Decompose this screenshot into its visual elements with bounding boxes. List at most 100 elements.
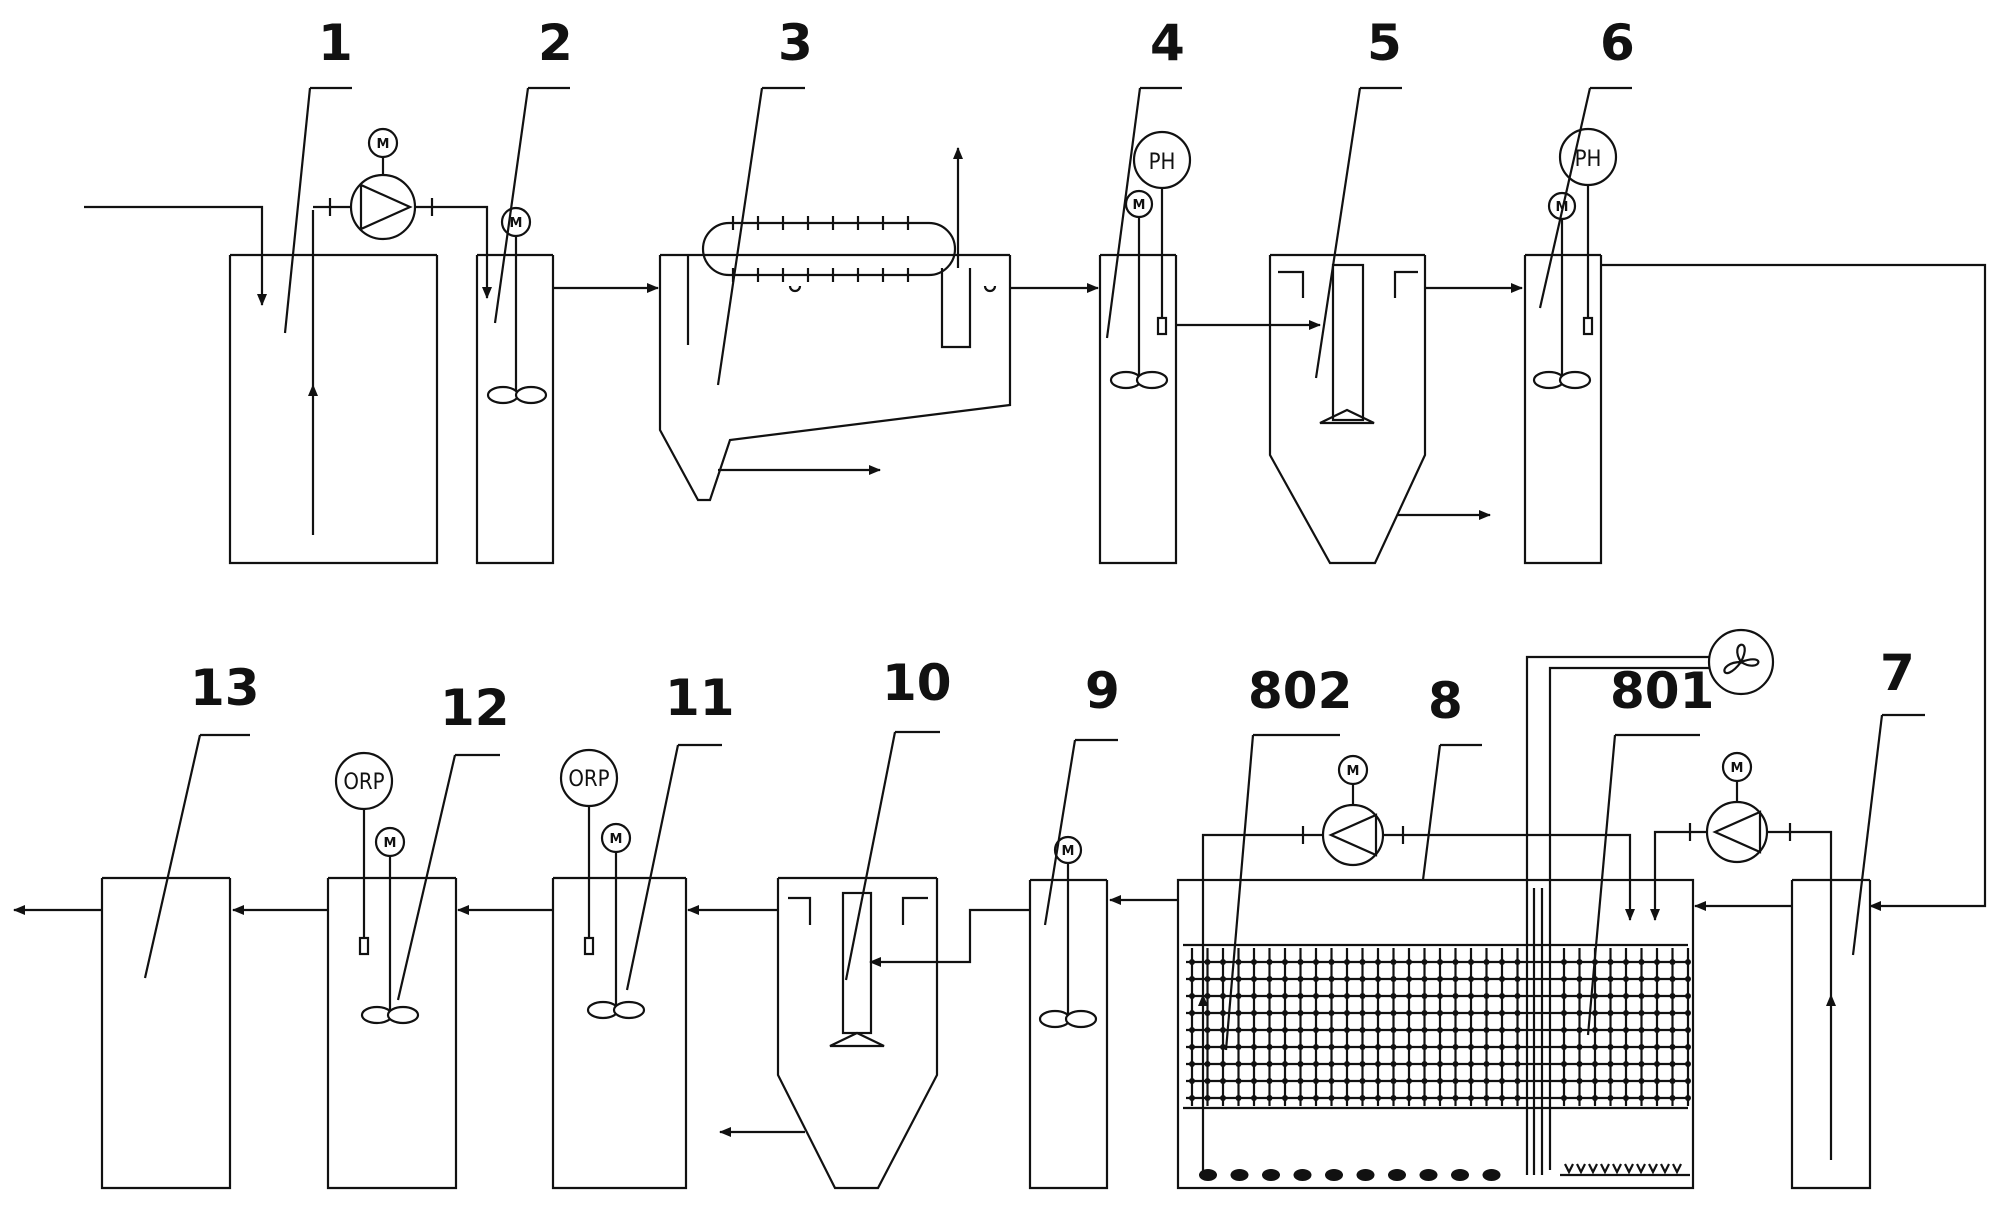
diffuser-icon bbox=[1672, 1163, 1682, 1175]
media-node bbox=[1251, 1044, 1257, 1050]
media-node bbox=[1297, 959, 1304, 965]
media-node bbox=[1468, 1095, 1474, 1101]
media-node bbox=[1576, 1010, 1583, 1016]
media-node bbox=[1638, 993, 1645, 999]
aerator-icon bbox=[1199, 1169, 1217, 1181]
label-7: 7 bbox=[1880, 644, 1915, 702]
label-2: 2 bbox=[538, 14, 573, 72]
media-node bbox=[1654, 976, 1660, 982]
media-node bbox=[1220, 1078, 1226, 1084]
media-node bbox=[1313, 976, 1319, 982]
media-node bbox=[1607, 976, 1614, 982]
media-node bbox=[1437, 1010, 1443, 1016]
svg-text:PH: PH bbox=[1149, 150, 1176, 175]
media-node bbox=[1266, 1061, 1273, 1067]
media-node bbox=[1468, 959, 1474, 965]
media-node bbox=[1251, 959, 1257, 965]
diffuser-icon bbox=[1636, 1163, 1646, 1175]
media-node bbox=[1344, 993, 1350, 999]
media-node bbox=[1344, 1061, 1350, 1067]
media-node bbox=[1452, 959, 1459, 965]
media-node bbox=[1468, 1027, 1474, 1033]
motor-icon bbox=[1547, 191, 1577, 221]
media-node bbox=[1437, 1061, 1443, 1067]
media-node bbox=[1669, 1078, 1676, 1084]
media-node bbox=[1220, 976, 1226, 982]
media-node bbox=[1297, 1061, 1304, 1067]
media-node bbox=[1251, 993, 1257, 999]
media-node bbox=[1344, 1095, 1350, 1101]
media-node bbox=[1390, 1010, 1397, 1016]
media-node bbox=[1468, 976, 1474, 982]
media-node bbox=[1251, 1061, 1257, 1067]
media-node bbox=[1189, 976, 1195, 982]
media-node bbox=[1685, 1010, 1691, 1016]
media-node bbox=[1328, 1095, 1335, 1101]
media-node bbox=[1437, 1044, 1443, 1050]
label-11: 11 bbox=[665, 669, 735, 727]
media-node bbox=[1390, 1027, 1397, 1033]
media-node bbox=[1514, 1078, 1521, 1084]
media-node bbox=[1313, 1044, 1319, 1050]
motor-label: M bbox=[377, 137, 390, 152]
media-node bbox=[1499, 976, 1505, 982]
media-packing-grid bbox=[1186, 948, 1691, 1106]
flow-6-to-7 bbox=[1601, 263, 1987, 911]
ph-sensor bbox=[1558, 127, 1618, 187]
unit-7-tank bbox=[1790, 840, 1872, 1190]
media-node bbox=[1251, 1027, 1257, 1033]
media-node bbox=[1654, 1095, 1660, 1101]
media-node bbox=[1576, 1027, 1583, 1033]
media-node bbox=[1359, 959, 1366, 965]
media-node bbox=[1685, 976, 1691, 982]
leader-3: 3 bbox=[716, 14, 813, 386]
media-node bbox=[1282, 993, 1288, 999]
media-node bbox=[1344, 1027, 1350, 1033]
media-node bbox=[1576, 959, 1583, 965]
media-node bbox=[1654, 1078, 1660, 1084]
media-node bbox=[1638, 959, 1645, 965]
aerator-icon bbox=[1419, 1169, 1438, 1181]
media-node bbox=[1189, 1095, 1195, 1101]
unit-5-clarifier bbox=[1268, 253, 1491, 565]
media-node bbox=[1483, 1095, 1490, 1101]
media-node bbox=[1406, 1010, 1412, 1016]
media-node bbox=[1375, 959, 1381, 965]
aerator-icon bbox=[1325, 1169, 1343, 1181]
media-node bbox=[1623, 993, 1629, 999]
label-3: 3 bbox=[778, 14, 813, 72]
media-node bbox=[1266, 1044, 1273, 1050]
media-node bbox=[1359, 1027, 1366, 1033]
media-node bbox=[1375, 993, 1381, 999]
leader-5: 5 bbox=[1314, 14, 1402, 379]
media-node bbox=[1266, 976, 1273, 982]
leader-8: 8 bbox=[1421, 672, 1482, 881]
media-node bbox=[1561, 1044, 1567, 1050]
media-node bbox=[1359, 1010, 1366, 1016]
unit-2-mixing-tank: M bbox=[475, 206, 555, 565]
media-node bbox=[1452, 976, 1459, 982]
media-node bbox=[1623, 1044, 1629, 1050]
label-6: 6 bbox=[1600, 14, 1635, 72]
media-node bbox=[1623, 976, 1629, 982]
media-node bbox=[1669, 993, 1676, 999]
media-node bbox=[1561, 1078, 1567, 1084]
leader-6: 6 bbox=[1538, 14, 1635, 309]
svg-text:M: M bbox=[1062, 844, 1075, 859]
media-node bbox=[1669, 959, 1676, 965]
media-node bbox=[1313, 993, 1319, 999]
media-node bbox=[1654, 1027, 1660, 1033]
media-node bbox=[1297, 1010, 1304, 1016]
orp-sensor bbox=[334, 751, 394, 811]
leader-13: 13 bbox=[143, 659, 260, 979]
media-node bbox=[1654, 993, 1660, 999]
media-node bbox=[1421, 993, 1428, 999]
media-node bbox=[1499, 959, 1505, 965]
media-node bbox=[1607, 1095, 1614, 1101]
media-node bbox=[1189, 1010, 1195, 1016]
media-node bbox=[1638, 1027, 1645, 1033]
media-node bbox=[1375, 1078, 1381, 1084]
media-node bbox=[1638, 1078, 1645, 1084]
media-node bbox=[1328, 1078, 1335, 1084]
